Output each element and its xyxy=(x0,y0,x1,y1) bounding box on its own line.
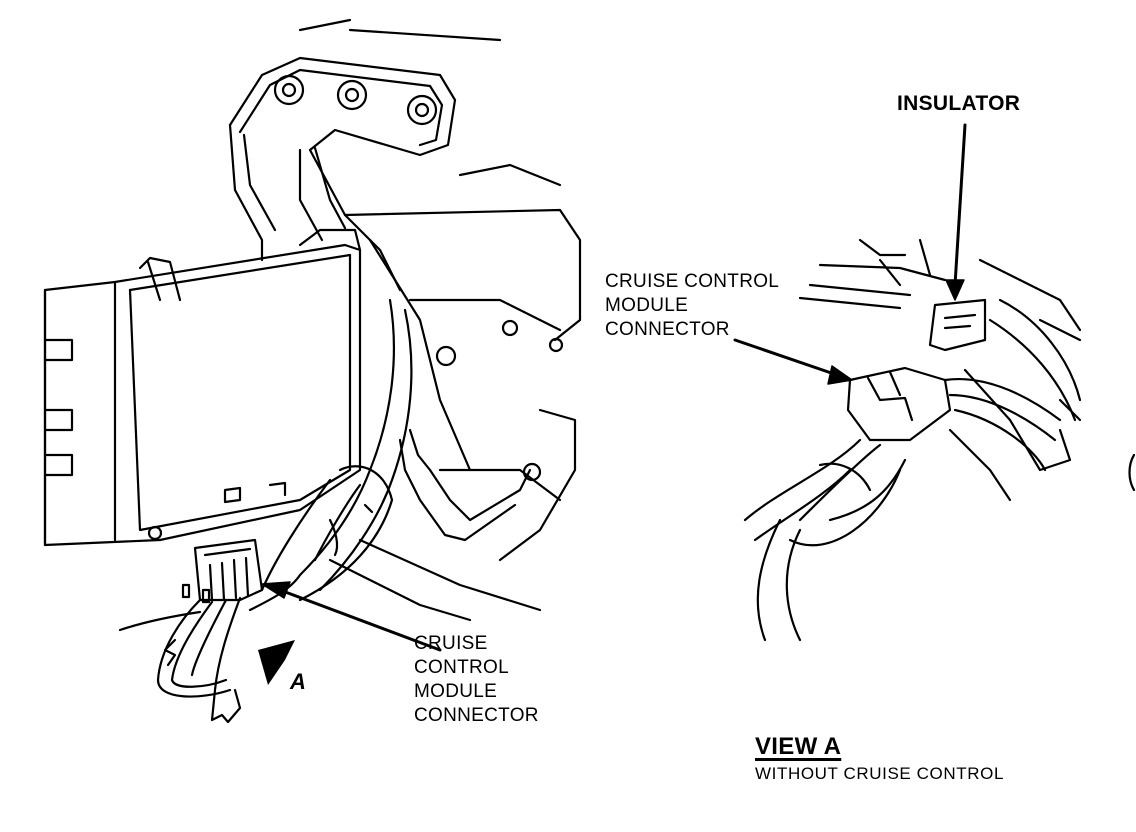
body-panel xyxy=(328,163,582,622)
view-a-background xyxy=(798,238,1136,492)
left-connector-label-line3: MODULE xyxy=(414,681,498,702)
wiring-harness xyxy=(248,298,542,612)
left-illustration xyxy=(43,18,582,724)
insulator-label: INSULATOR xyxy=(897,92,1021,115)
right-connector-label-line1: CRUISE CONTROL xyxy=(605,271,780,292)
insulator-leader xyxy=(945,123,967,301)
right-illustration xyxy=(733,123,1136,642)
view-arrow-letter: A xyxy=(290,669,307,694)
right-wire-bundle xyxy=(743,298,1082,642)
left-connector-leader xyxy=(261,581,442,652)
left-connector-body xyxy=(118,538,264,724)
control-module-box xyxy=(43,228,362,547)
left-connector-label-line2: CONTROL xyxy=(414,657,509,678)
bracket-bolt xyxy=(336,79,368,111)
bracket-bolt xyxy=(406,94,438,126)
bracket-bolt xyxy=(273,74,305,106)
insulator-part xyxy=(928,298,987,352)
mounting-bracket xyxy=(228,18,502,292)
right-connector-leader xyxy=(733,338,853,385)
left-connector-label-line1: CRUISE xyxy=(414,633,488,654)
view-a-title: VIEW A xyxy=(755,733,842,760)
right-connector-label-line3: CONNECTOR xyxy=(605,319,730,340)
view-a-arrow xyxy=(258,640,295,685)
right-connector-label-line2: MODULE xyxy=(605,295,689,316)
left-connector-label: CRUISE CONTROL MODULE CONNECTOR xyxy=(414,632,539,728)
left-connector-label-line4: CONNECTOR xyxy=(414,705,539,726)
view-a-subtitle: WITHOUT CRUISE CONTROL xyxy=(755,764,1005,783)
right-connector-label: CRUISE CONTROL MODULE CONNECTOR xyxy=(605,270,779,342)
right-connector-body xyxy=(846,366,952,442)
